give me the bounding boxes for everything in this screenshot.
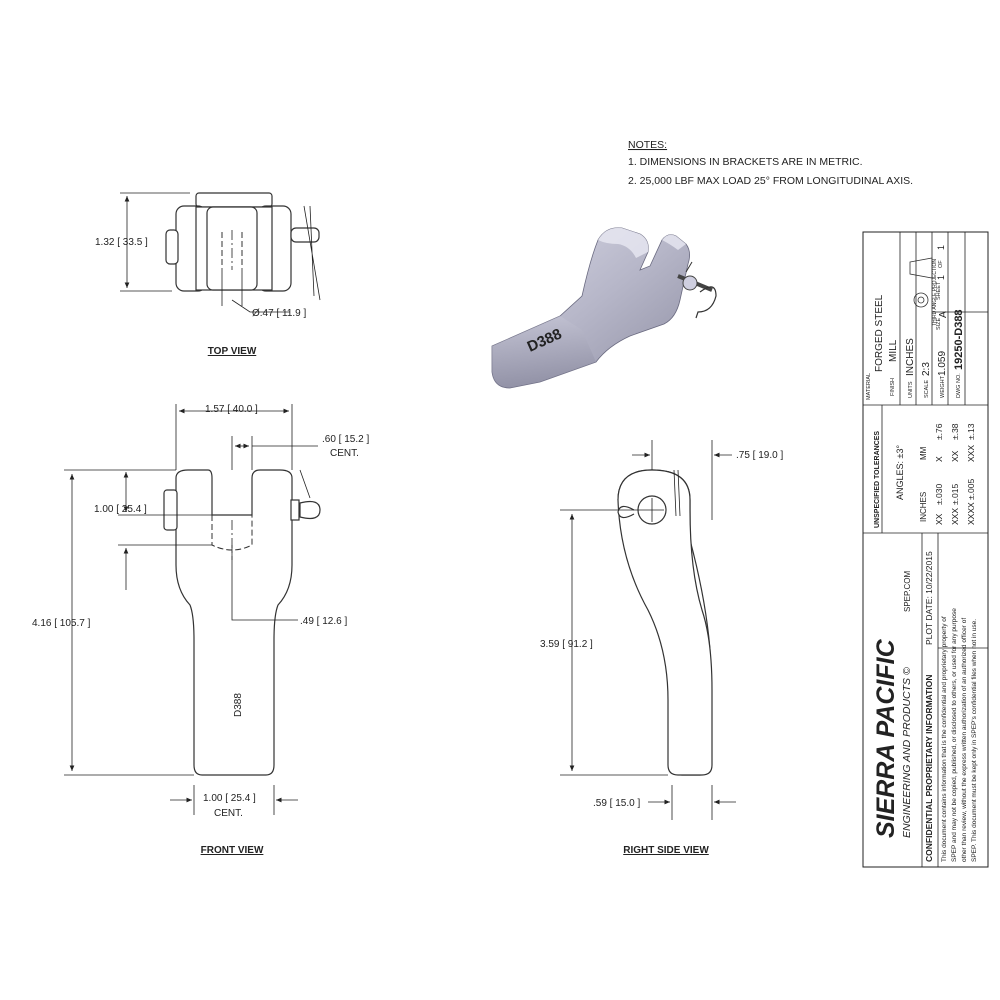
dim-front-length: 4.16 [ 105.7 ] — [32, 618, 91, 629]
tol-col-inches: INCHES — [919, 492, 928, 522]
tol-r2-c4: ±.38 — [950, 423, 960, 440]
front-view-label: FRONT VIEW — [201, 845, 264, 856]
isometric-view: D388 — [491, 227, 717, 389]
tol-r3-c4: ±.13 — [966, 423, 976, 440]
title-block: SIERRA PACIFIC ENGINEERING AND PRODUCTS … — [862, 231, 989, 868]
finish-value: MILL — [888, 339, 899, 362]
top-view: TOP VIEW 1.32 [ 33.5 ] Ø.47 [ 11.9 ] — [95, 192, 321, 357]
tol-r2-c2: ±.015 — [950, 484, 960, 505]
material-label: MATERIAL — [866, 373, 872, 400]
dim-side-top: .75 [ 19.0 ] — [736, 450, 783, 461]
size-value: A — [938, 311, 949, 318]
sheet-total: 1 — [936, 245, 946, 250]
company-name: SIERRA PACIFIC — [872, 638, 900, 838]
notes: NOTES: 1. DIMENSIONS IN BRACKETS ARE IN … — [628, 139, 913, 187]
confidential-line-4: SPEP. This document must be kept only in… — [971, 619, 978, 862]
dim-front-bottom-sub: CENT. — [214, 808, 243, 819]
company-sub: ENGINEERING AND PRODUCTS © — [901, 667, 913, 838]
weight-value: 1.059 — [937, 351, 948, 376]
sheet-value: 1 — [936, 275, 946, 280]
weight-label: WEIGHT — [940, 375, 946, 398]
scale-label: SCALE — [924, 380, 930, 398]
top-view-label: TOP VIEW — [208, 346, 257, 357]
units-label: UNITS — [908, 381, 914, 398]
dim-front-hole: .49 [ 12.6 ] — [300, 616, 347, 627]
size-label: SIZE — [936, 317, 942, 330]
confidential-line-2: SPEP and may not be copied, published, o… — [951, 608, 958, 862]
projection-label: THIRD ANGLE PROJECTION — [932, 259, 938, 326]
front-view: D388 1.57 [ 40.0 ] .60 [ 15.2 ] CENT. 1.… — [32, 404, 369, 856]
plot-date: PLOT DATE: 10/22/2015 — [924, 551, 934, 645]
of-label: OF — [938, 260, 944, 268]
confidential-line-1: This document contains information that … — [941, 616, 948, 862]
tolerances-title: UNSPECIFIED TOLERANCES — [874, 431, 881, 528]
dim-front-width: 1.57 [ 40.0 ] — [205, 404, 258, 415]
notes-heading: NOTES: — [628, 139, 667, 151]
sheet-label: SHEET — [936, 281, 942, 300]
confidential-line-3: other than review, without the express w… — [961, 618, 968, 862]
dim-side-bottom: .59 [ 15.0 ] — [593, 798, 640, 809]
tol-r2-c1: XXX — [950, 508, 960, 525]
tol-r1-c1: XX — [934, 513, 944, 525]
dim-side-length: 3.59 [ 91.2 ] — [540, 639, 593, 650]
tol-col-mm: MM — [919, 446, 928, 460]
front-part-marking: D388 — [233, 693, 244, 717]
note-1: 1. DIMENSIONS IN BRACKETS ARE IN METRIC. — [628, 156, 863, 168]
dim-top-height: 1.32 [ 33.5 ] — [95, 237, 148, 248]
dim-front-cent-top: .60 [ 15.2 ] — [322, 434, 369, 445]
tol-r1-c4: ±.76 — [934, 423, 944, 440]
right-side-view: .75 [ 19.0 ] 3.59 [ 91.2 ] .59 [ 15.0 ] … — [540, 440, 783, 856]
finish-label: FINISH — [890, 378, 896, 396]
units-value: INCHES — [905, 338, 916, 376]
confidential-title: CONFIDENTIAL PROPRIETARY INFORMATION — [924, 675, 934, 862]
company-website: SPEP.COM — [903, 570, 912, 612]
dwg-label: DWG NO. — [956, 373, 962, 398]
tol-r3-c1: XXXX — [966, 502, 976, 525]
dim-front-bottom: 1.00 [ 25.4 ] — [203, 793, 256, 804]
tol-r3-c2: ±.005 — [966, 479, 976, 500]
scale-value: 2:3 — [921, 362, 932, 376]
note-2: 2. 25,000 LBF MAX LOAD 25° FROM LONGITUD… — [628, 175, 913, 187]
tol-r3-c3: XXX — [966, 445, 976, 462]
dim-front-cent-top-sub: CENT. — [330, 448, 359, 459]
tol-r1-c2: ±.030 — [934, 484, 944, 505]
dim-top-dia: Ø.47 [ 11.9 ] — [252, 308, 307, 319]
dwg-no: 19250-D388 — [953, 309, 965, 370]
material-value: FORGED STEEL — [874, 294, 885, 372]
tol-r1-c3: X — [934, 456, 944, 462]
tol-r2-c3: XX — [950, 450, 960, 462]
dim-front-slot: 1.00 [ 25.4 ] — [94, 504, 147, 515]
tolerances-angles: ANGLES: ±3° — [895, 445, 905, 500]
right-side-view-label: RIGHT SIDE VIEW — [623, 845, 709, 856]
